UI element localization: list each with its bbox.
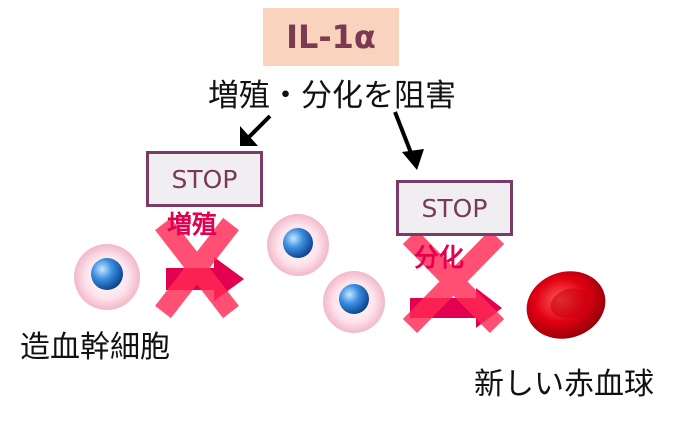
cross-mark-left: [155, 217, 239, 319]
stop-sign-differentiation: STOP: [396, 180, 513, 236]
stem-cell: [74, 244, 140, 310]
stem-cell-label: 造血幹細胞: [20, 330, 170, 365]
intermediate-cell-2: [323, 271, 385, 333]
proliferation-label: 増殖: [167, 210, 218, 239]
red-blood-cell: [526, 271, 606, 339]
inhibit-arrow-right: [393, 111, 424, 170]
cross-mark-right: [402, 230, 505, 333]
stop-label: STOP: [421, 193, 488, 223]
intermediate-cell-1: [267, 214, 329, 276]
title-text: IL-1α: [286, 18, 376, 56]
differentiation-label: 分化: [414, 243, 465, 272]
title-box: IL-1α: [263, 8, 399, 66]
subtitle: 増殖・分化を阻害: [208, 77, 456, 114]
stop-label: STOP: [171, 164, 238, 194]
stop-sign-proliferation: STOP: [146, 151, 263, 207]
inhibit-arrow-left: [240, 114, 272, 146]
new-rbc-label: 新しい赤血球: [474, 367, 654, 402]
